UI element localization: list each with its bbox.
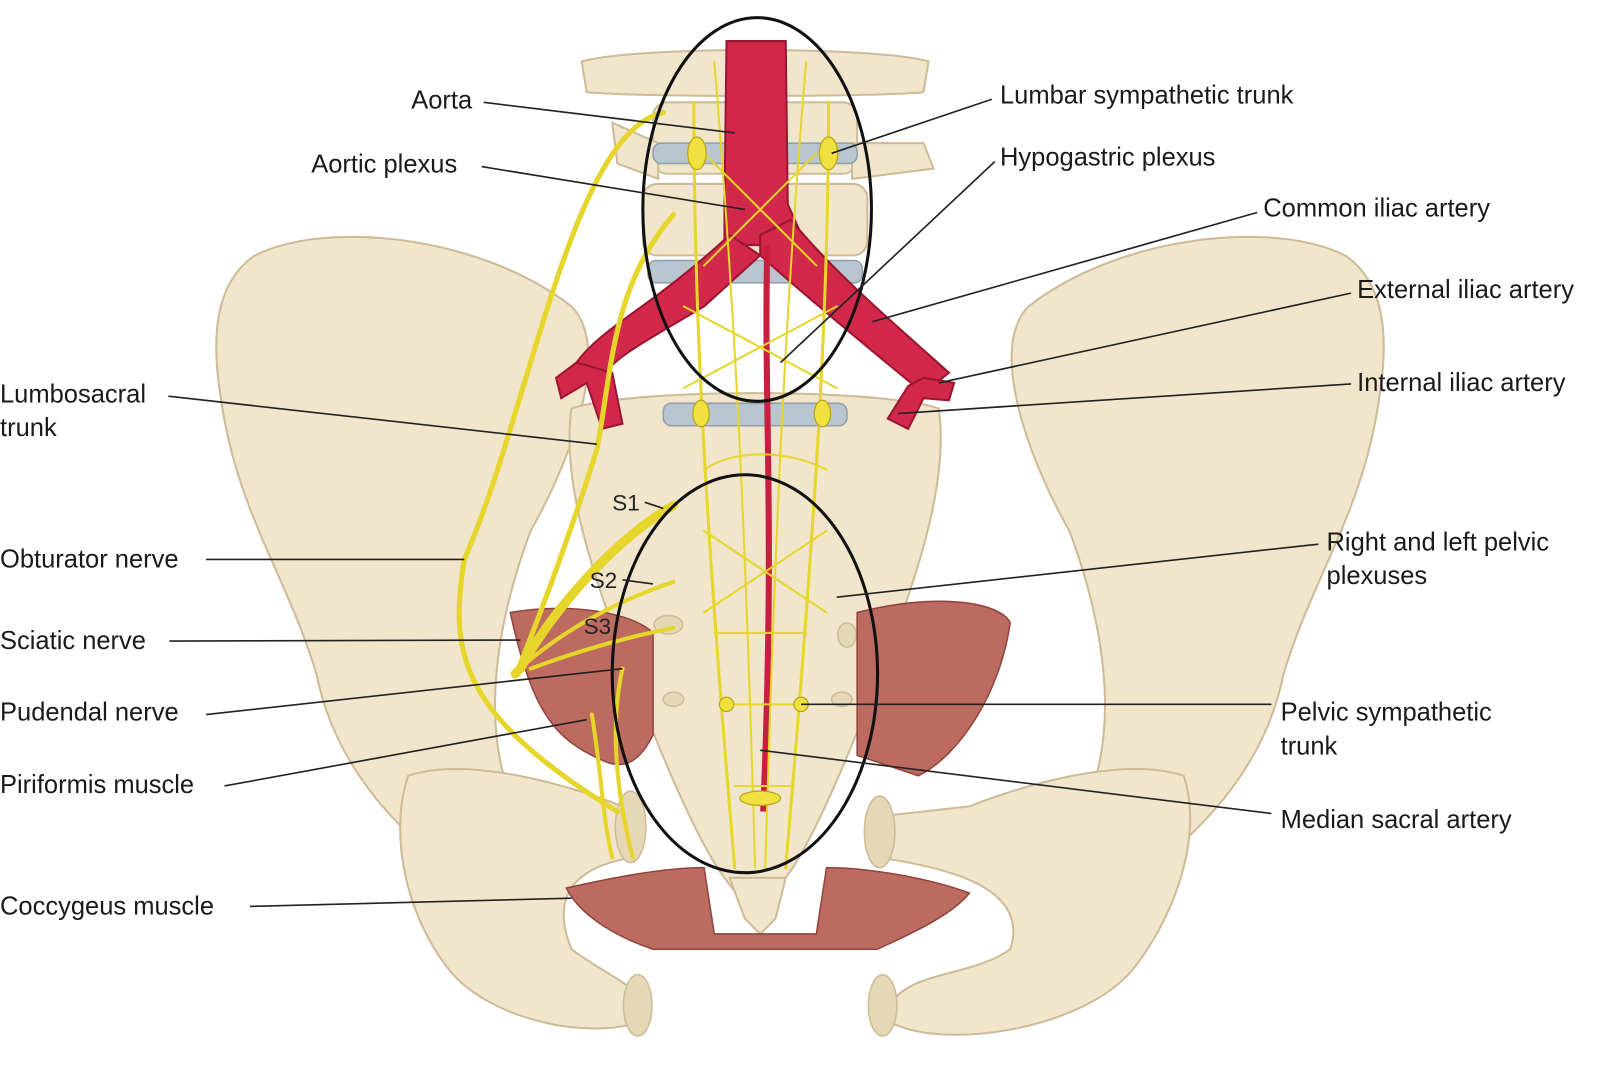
label-aorta: Aorta — [411, 86, 473, 114]
label-sciatic-nerve: Sciatic nerve — [0, 627, 146, 655]
plexus-fibres — [682, 60, 838, 869]
left-iliac-branches — [886, 376, 956, 431]
label-lumbosacral-trunk-line2: trunk — [0, 414, 57, 442]
label-lumbosacral-trunk-line1: Lumbosacral — [0, 380, 146, 408]
label-lumbar-sympathetic-trunk: Lumbar sympathetic trunk — [1000, 81, 1294, 109]
coccygeus-muscle — [565, 866, 971, 951]
obturator-nerve-path — [456, 109, 666, 815]
label-aortic-plexus: Aortic plexus — [311, 151, 457, 179]
sciatic-nerve-path — [510, 500, 679, 679]
left-piriformis-muscle — [856, 600, 1011, 777]
label-hypogastric-plexus: Hypogastric plexus — [1000, 144, 1215, 172]
label-pelvic-sympathetic-trunk-line1: Pelvic sympathetic — [1281, 699, 1492, 727]
label-s1: S1 — [612, 490, 639, 515]
label-median-sacral-artery: Median sacral artery — [1281, 806, 1512, 834]
label-s3: S3 — [584, 614, 611, 639]
label-s2: S2 — [590, 568, 617, 593]
label-pelvic-plexuses-line1: Right and left pelvic — [1327, 528, 1550, 556]
label-coccygeus-muscle: Coccygeus muscle — [0, 893, 214, 921]
sacral-foramen — [836, 621, 857, 648]
ganglion — [687, 136, 707, 171]
left-ischium — [876, 768, 1192, 1036]
label-pudendal-nerve: Pudendal nerve — [0, 699, 179, 727]
label-internal-iliac-artery: Internal iliac artery — [1357, 369, 1566, 397]
sacral-foramen — [830, 691, 853, 708]
lower-highlight-oval — [610, 473, 880, 875]
coccyx — [728, 876, 788, 936]
upper-highlight-oval — [641, 16, 873, 403]
label-obturator-nerve: Obturator nerve — [0, 546, 179, 574]
pelvis-illustration — [215, 49, 1385, 1037]
label-piriformis-muscle: Piriformis muscle — [0, 771, 194, 799]
label-external-iliac-artery: External iliac artery — [1357, 276, 1574, 304]
left-pubis-end — [867, 973, 898, 1037]
sympathetic-trunk-left — [784, 100, 831, 870]
ganglion — [739, 790, 782, 806]
sacral-roots — [523, 579, 676, 860]
sacral-foramen — [662, 691, 685, 708]
transverse-processes — [611, 121, 936, 181]
sympathetic-trunk-right — [692, 100, 737, 870]
label-pelvic-sympathetic-trunk-line2: trunk — [1281, 732, 1338, 760]
ganglion — [813, 399, 832, 428]
label-pelvic-plexuses-line2: plexuses — [1327, 562, 1428, 590]
ganglion — [692, 399, 710, 428]
lumbosacral-trunk-path — [517, 212, 677, 667]
right-pubis-end — [622, 973, 653, 1037]
leader-lines — [168, 98, 1352, 908]
left-ischial-end — [863, 795, 896, 869]
nerves — [456, 60, 839, 870]
ganglion — [718, 696, 735, 713]
label-common-iliac-artery: Common iliac artery — [1263, 195, 1490, 223]
ganglion — [818, 136, 839, 171]
